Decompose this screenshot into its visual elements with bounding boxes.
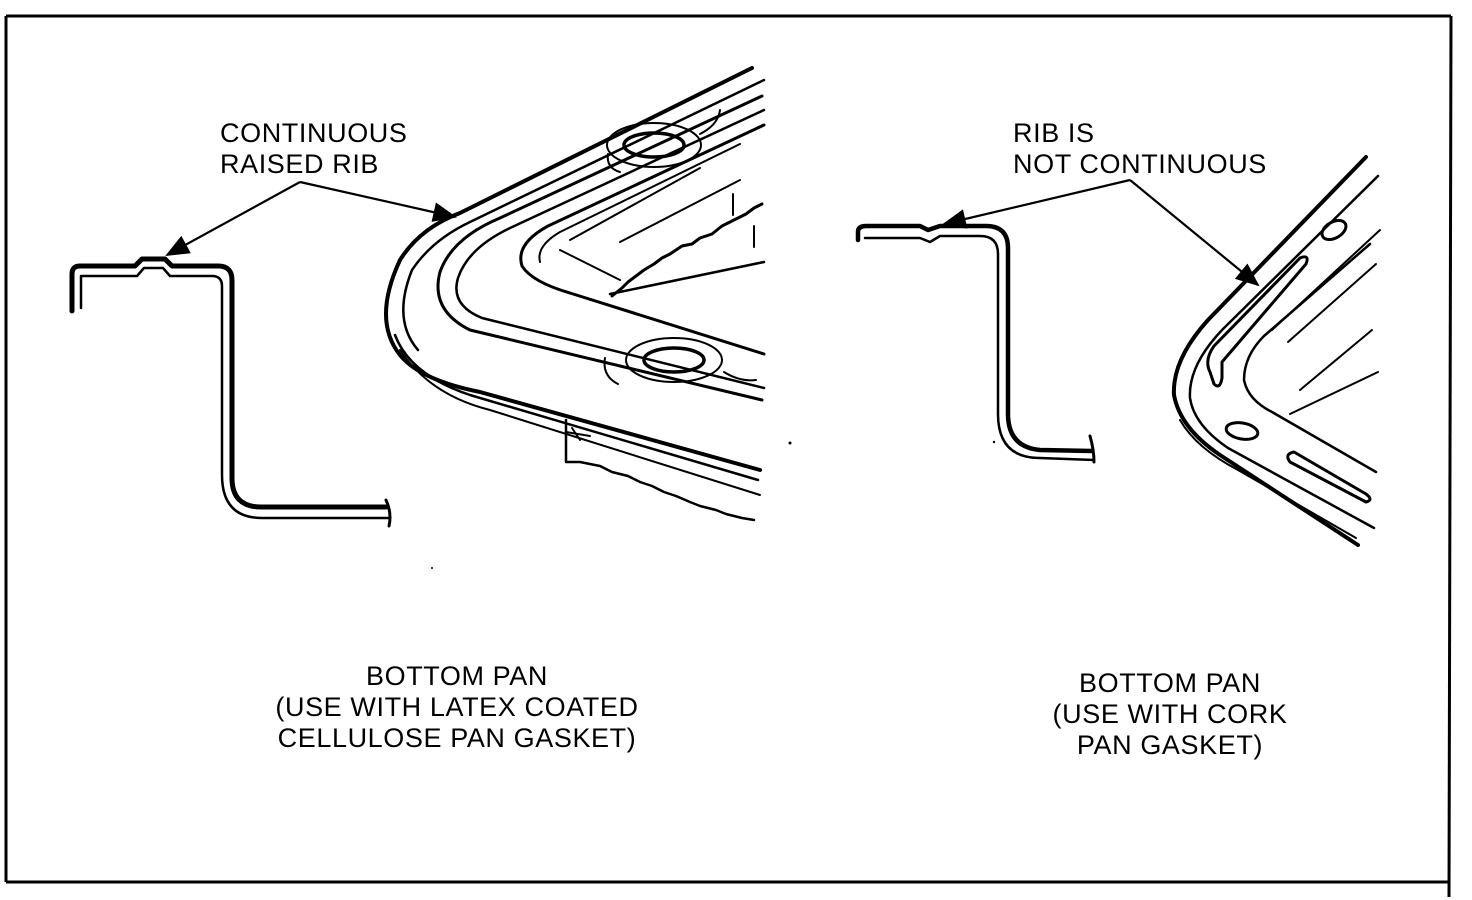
callout-line: RIB IS [1013,118,1095,148]
scan-speck [992,440,996,444]
right-pan-corner [1171,155,1381,547]
frame [4,14,1453,898]
callout-line: RAISED RIB [220,149,380,179]
scan-speck [431,567,433,569]
left-caption: BOTTOM PAN (USE WITH LATEX COATED CELLUL… [272,661,642,754]
non-continuous-rib-cross-section [855,223,1096,464]
right-callout-arrows [942,178,1260,287]
caption-line: PAN GASKET) [1076,730,1264,760]
continuous-rib-label: CONTINUOUS RAISED RIB [220,118,408,180]
continuous-rib-cross-section [69,256,392,528]
caption-line: (USE WITH CORK [1052,699,1288,729]
left-callout-arrows [165,180,457,256]
caption-line: (USE WITH LATEX COATED [275,692,639,722]
left-pan-corner [384,66,766,522]
caption-line: BOTTOM PAN [1078,668,1261,698]
non-continuous-rib-label: RIB IS NOT CONTINUOUS [1013,118,1267,180]
right-caption: BOTTOM PAN (USE WITH CORK PAN GASKET) [1040,668,1300,761]
caption-line: CELLULOSE PAN GASKET) [277,723,637,753]
caption-line: BOTTOM PAN [365,661,548,691]
scan-speck [788,441,792,445]
callout-line: NOT CONTINUOUS [1013,149,1267,179]
callout-line: CONTINUOUS [220,118,408,148]
